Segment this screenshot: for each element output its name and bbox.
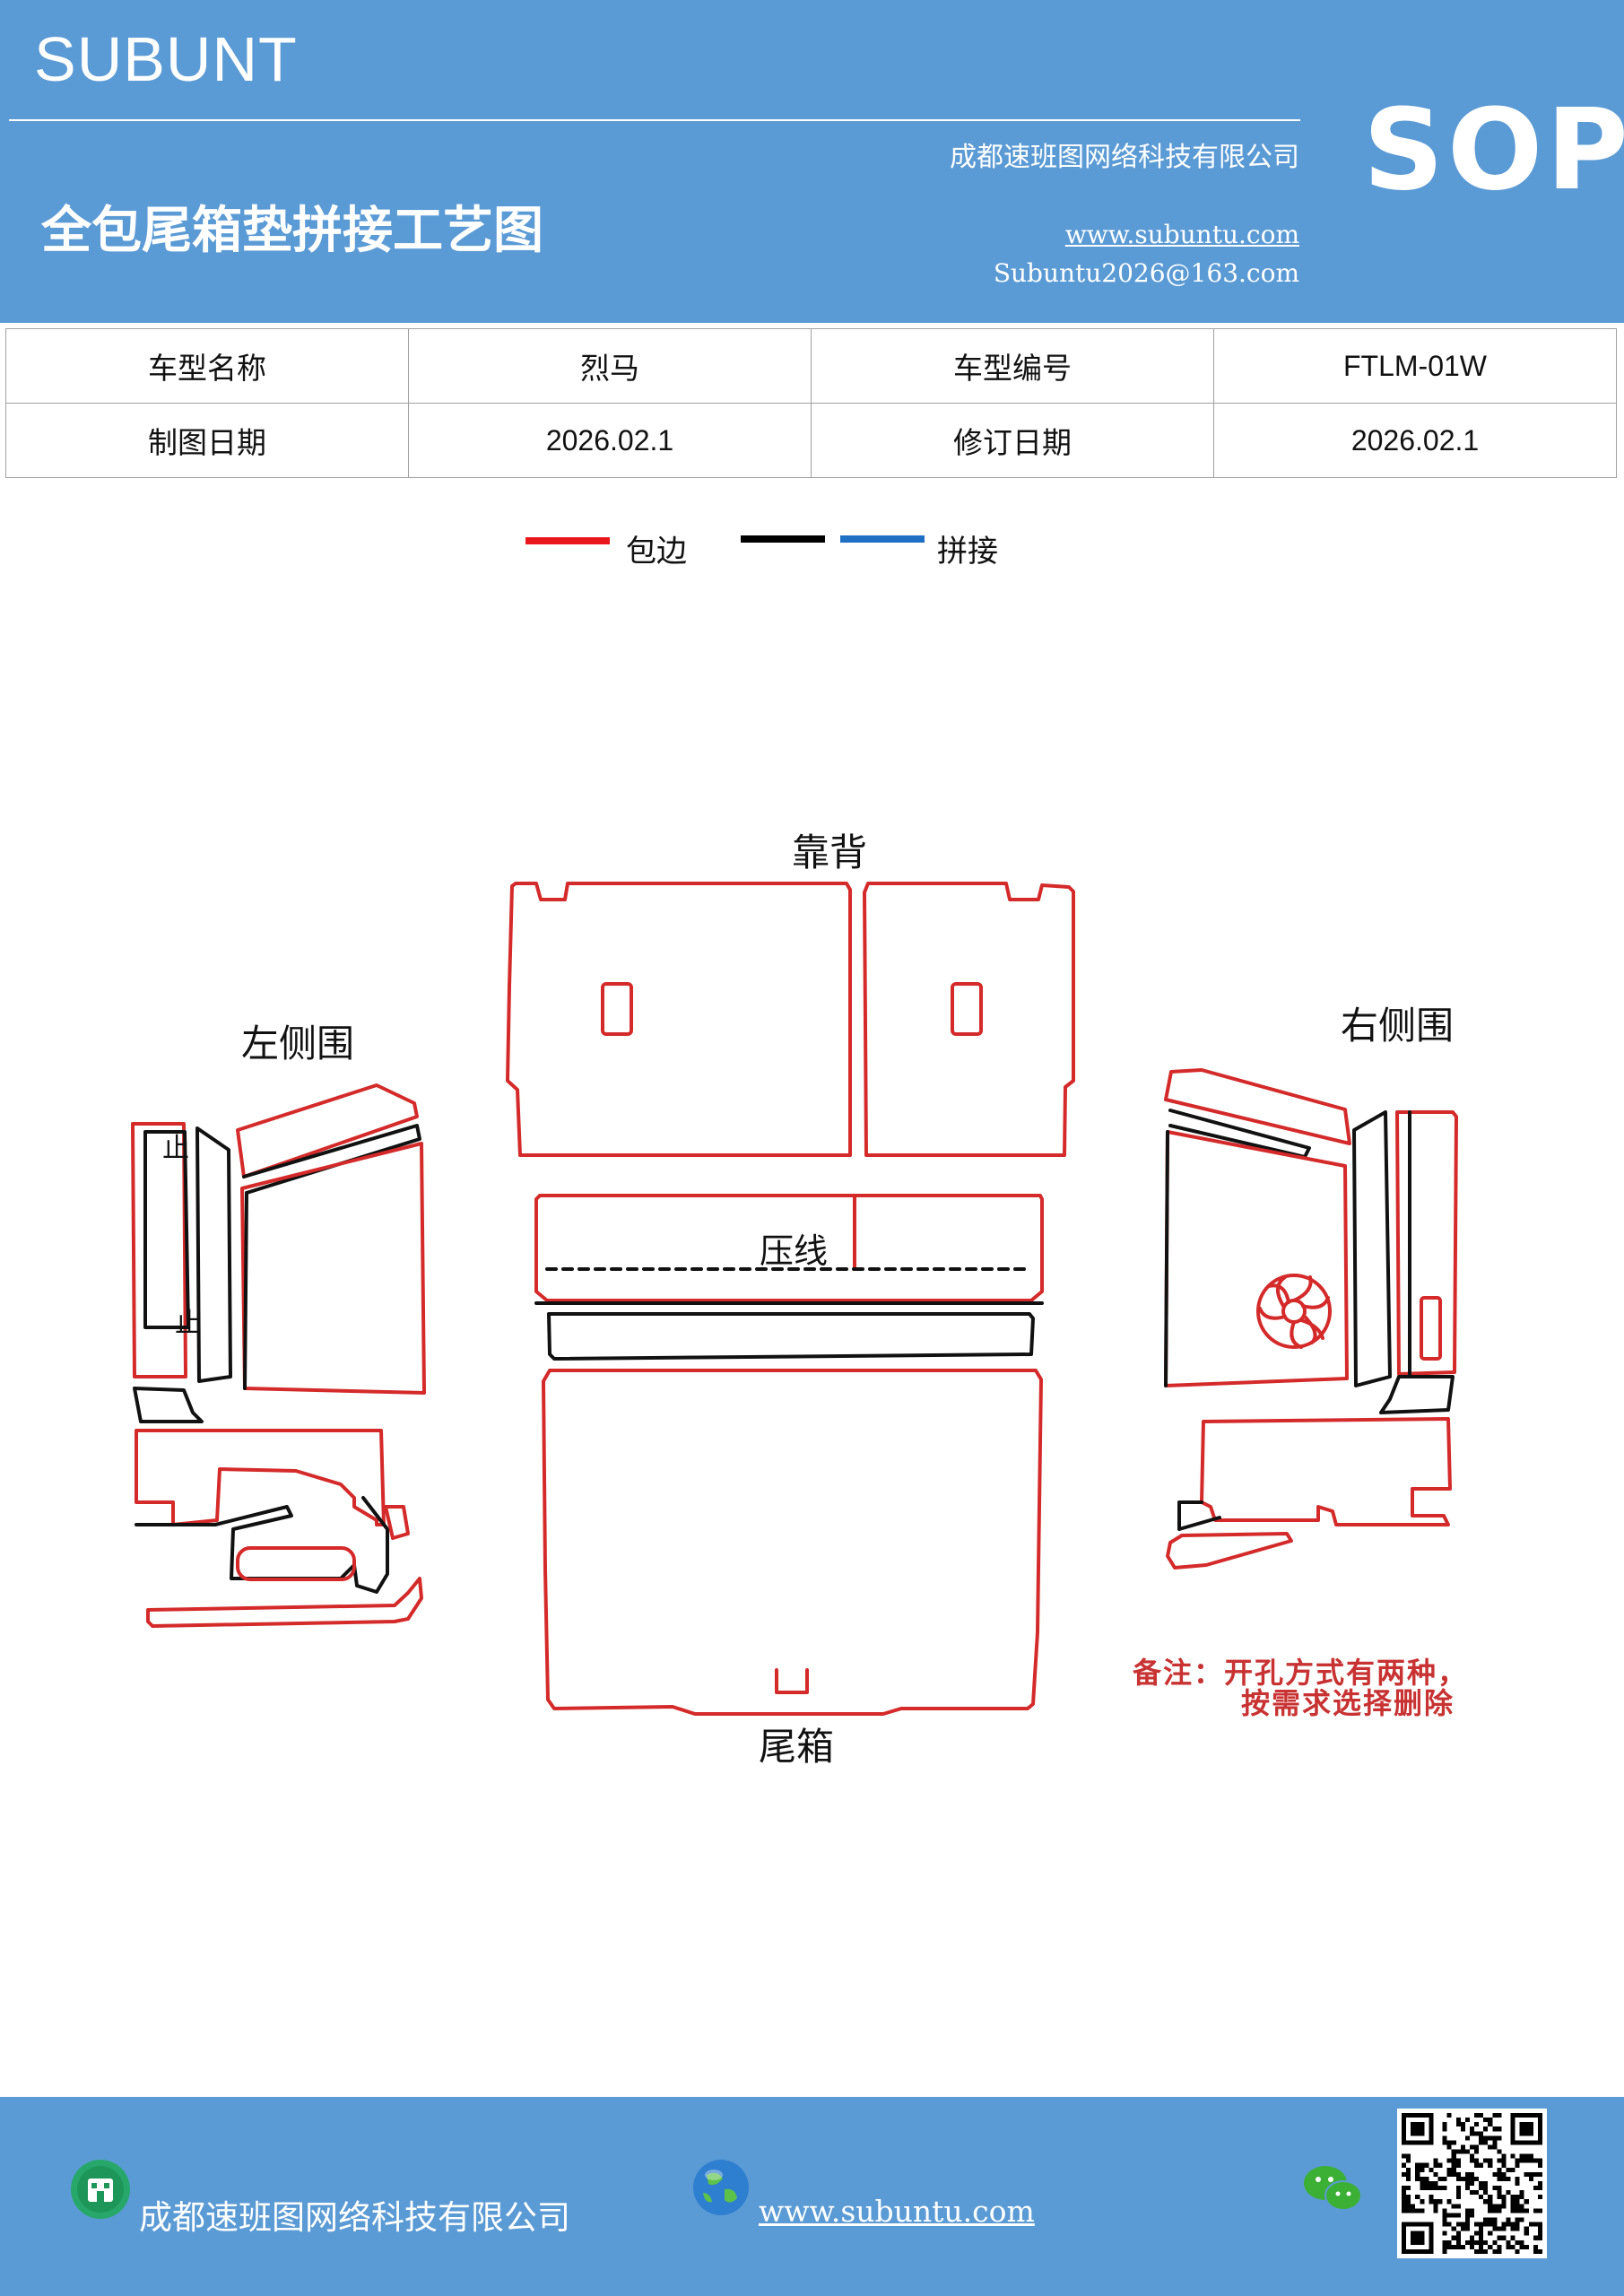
right-top-band	[1164, 1068, 1351, 1145]
trunk-notch	[775, 1668, 809, 1694]
backrest-right-slot	[951, 982, 983, 1036]
revision-date-label: 修订日期	[811, 403, 1214, 478]
right-bottom-strip	[1166, 1532, 1293, 1570]
qr-code[interactable]	[1397, 2109, 1547, 2258]
left-tailgate	[213, 1496, 389, 1594]
model-code-label: 车型编号	[811, 328, 1214, 404]
building-icon	[71, 2160, 130, 2219]
globe-icon	[693, 2160, 749, 2215]
sop-badge: SOP	[1363, 85, 1624, 215]
crease-panel	[534, 1194, 1044, 1302]
wechat-icon	[1304, 2166, 1362, 2211]
label-trunk: 尾箱	[759, 1725, 834, 1769]
left-upper-inner	[143, 1130, 190, 1329]
right-slot	[1420, 1296, 1442, 1361]
label-backrest: 靠背	[792, 831, 867, 874]
left-mid-strip	[195, 1126, 232, 1383]
right-lower-tab	[1379, 1375, 1455, 1414]
left-lower-panel	[135, 1429, 386, 1526]
document-title: 全包尾箱垫拼接工艺图	[41, 201, 543, 260]
speaker-rosette	[1256, 1274, 1332, 1349]
legend-swatch-edge	[525, 537, 610, 544]
trunk-floor-panel	[542, 1369, 1043, 1716]
header-website-link[interactable]: www.subuntu.com	[1064, 220, 1299, 249]
revision-date-value: 2026.02.1	[1213, 403, 1617, 478]
backrest-left-panel	[506, 882, 852, 1157]
right-main-seam	[1164, 1130, 1169, 1387]
backrest-right-panel	[863, 882, 1075, 1157]
trunk-mat-diagram: 靠背 左侧围 右侧围 压线 尾箱 止 止 备注：开孔方式有两种， 按需求选择删除	[131, 831, 1468, 1769]
backrest-left-slot	[601, 982, 633, 1036]
legend-label-edge: 包边	[626, 534, 687, 570]
footer-website-link[interactable]: www.subuntu.com	[759, 2194, 1035, 2229]
label-right-side: 右侧围	[1341, 1004, 1454, 1048]
drawing-date-value: 2026.02.1	[408, 403, 812, 478]
header-divider	[9, 119, 1300, 121]
legend-swatch-seam-black	[741, 535, 825, 543]
vehicle-info-table: 车型名称 烈马 车型编号 FTLM-01W 制图日期 2026.02.1 修订日…	[5, 328, 1617, 478]
label-left-side: 左侧围	[241, 1022, 354, 1065]
model-code-value: FTLM-01W	[1213, 328, 1617, 404]
right-lower-seam	[1177, 1500, 1221, 1531]
left-tab	[384, 1505, 410, 1540]
brand-name: SUBUNT	[34, 24, 298, 94]
left-handle-slot	[236, 1546, 356, 1581]
note-line-2: 按需求选择删除	[1241, 1686, 1455, 1720]
middle-strip	[547, 1312, 1035, 1361]
header-company: 成都速班图网络科技有限公司	[950, 142, 1299, 173]
label-crease: 压线	[760, 1231, 828, 1271]
stop-mark-2: 止	[175, 1308, 202, 1339]
note-line-1: 备注：开孔方式有两种，	[1133, 1656, 1468, 1690]
right-tall-panel	[1395, 1110, 1458, 1376]
legend-label-seam: 拼接	[937, 534, 998, 570]
left-bottom-strip	[146, 1577, 423, 1628]
header-bar	[0, 0, 1624, 323]
table-row: 车型名称 烈马 车型编号 FTLM-01W	[5, 328, 1617, 404]
table-row: 制图日期 2026.02.1 修订日期 2026.02.1	[5, 403, 1617, 478]
left-main-seam	[243, 1191, 248, 1390]
legend-swatch-seam-blue	[840, 535, 925, 543]
drawing-date-label: 制图日期	[5, 403, 409, 478]
left-upper-small	[131, 1122, 187, 1378]
footer-company: 成都速班图网络科技有限公司	[139, 2198, 570, 2237]
left-main-panel	[240, 1142, 426, 1395]
right-main-panel	[1164, 1130, 1349, 1387]
right-mid-strip	[1352, 1110, 1392, 1387]
right-top-seam	[1168, 1109, 1311, 1159]
model-name-label: 车型名称	[5, 328, 409, 404]
left-lower-strip	[133, 1387, 204, 1423]
stop-mark-1: 止	[162, 1133, 189, 1164]
header-email: Subuntu2026@163.com	[993, 258, 1299, 288]
left-top-band	[236, 1083, 419, 1178]
right-lower-panel	[1200, 1417, 1452, 1526]
